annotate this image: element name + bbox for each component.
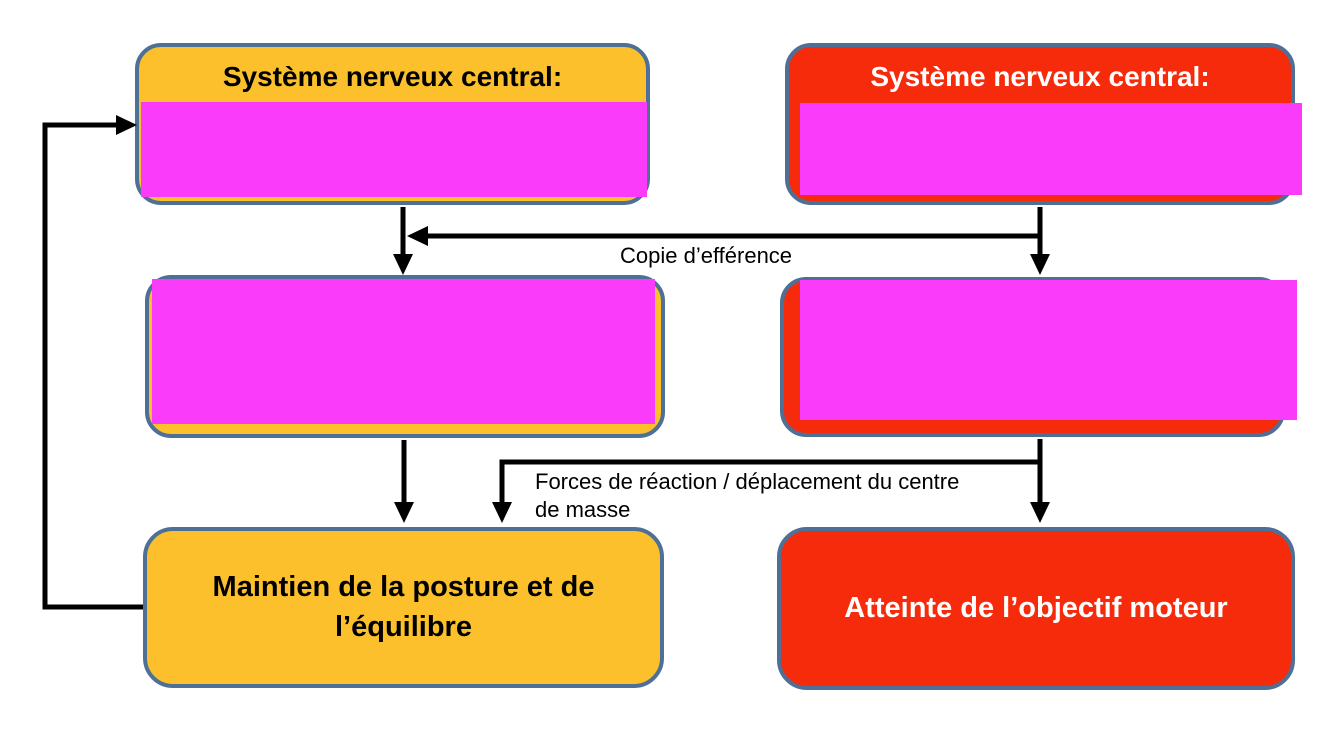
label-forces-reaction: Forces de réaction / déplacement du cent…	[535, 469, 966, 523]
label-copie-efference: Copie d’efférence	[620, 243, 793, 268]
arrow-mid-right-down	[1030, 439, 1050, 523]
redaction-overlay-snc-right	[800, 103, 1302, 195]
box-snc-right-title: Système nerveux central:	[870, 61, 1210, 92]
redaction-overlay-snc-left	[141, 102, 647, 197]
arrow-snc-left-down	[393, 207, 413, 275]
box-posture: Maintien de la posture et de l’équilibre	[143, 527, 664, 688]
redaction-overlay-mid-right	[800, 280, 1297, 420]
box-objectif: Atteinte de l’objectif moteur	[777, 527, 1295, 690]
redaction-overlay-mid-left	[152, 279, 655, 424]
arrow-mid-left-down	[394, 440, 414, 523]
arrow-snc-right-down	[1030, 207, 1050, 275]
arrow-feedback-loop	[42, 115, 143, 610]
box-snc-left-title: Système nerveux central:	[222, 61, 563, 92]
